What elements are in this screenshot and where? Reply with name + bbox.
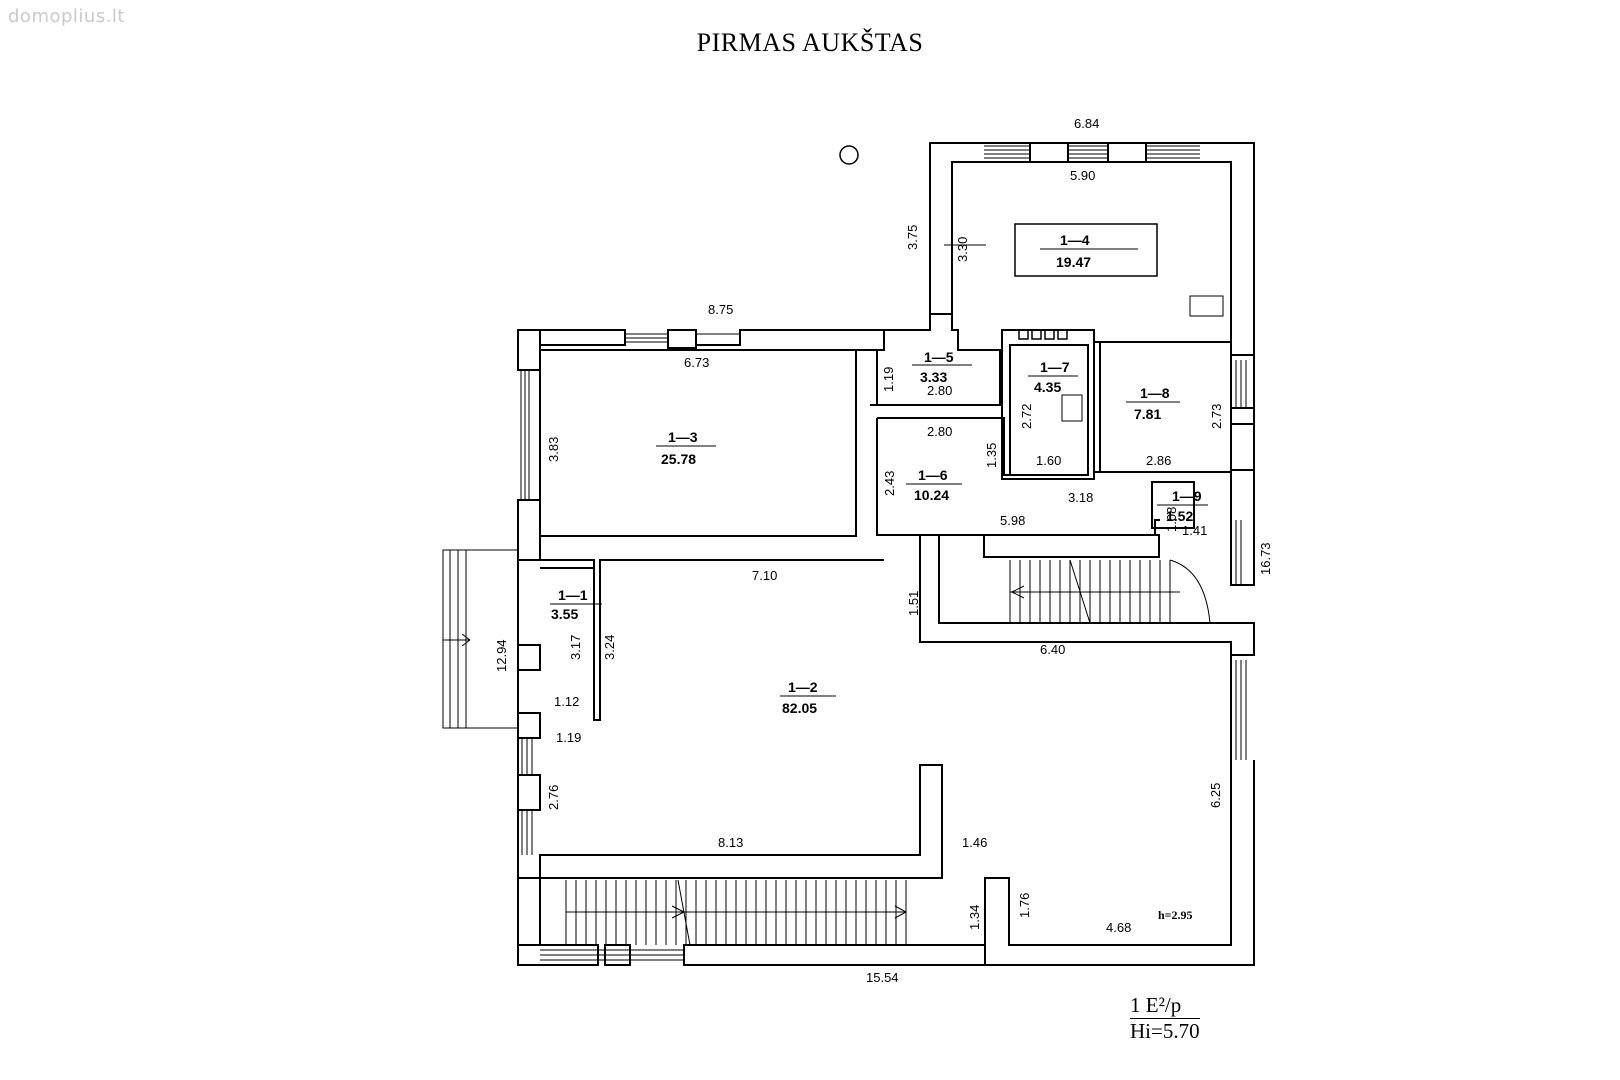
room-1-8-code: 1—8 <box>1140 385 1170 401</box>
scale-note-line1: 1 E²/p <box>1130 993 1200 1019</box>
room-1-7-area: 4.35 <box>1034 379 1061 395</box>
dim-label: 2.72 <box>1019 404 1034 429</box>
wall-south-corner <box>517 944 599 966</box>
room-1-5-code: 1—5 <box>924 349 954 365</box>
dim-label: 2.80 <box>927 383 952 398</box>
pier-1 <box>1029 142 1069 163</box>
plan-title: PIRMAS AUKŠTAS <box>696 28 924 57</box>
dim-label: 3.83 <box>546 437 561 462</box>
dim-label: 3.17 <box>568 635 583 660</box>
dim-label: 7.10 <box>752 568 777 583</box>
wall-1-1 <box>518 559 884 721</box>
dim-label: 1.08 <box>1164 507 1179 532</box>
dim-label: 3.30 <box>955 237 970 262</box>
window-south <box>540 949 684 961</box>
wall-south <box>683 944 986 966</box>
pier-2 <box>1107 142 1147 163</box>
wall-stair-mid <box>919 534 1255 656</box>
dim-label: 1.51 <box>906 591 921 616</box>
scale-note: 1 E²/p Hi=5.70 <box>1130 993 1200 1044</box>
dim-label: 1.60 <box>1036 453 1061 468</box>
dim-label: 1.35 <box>984 443 999 468</box>
room-1-1-area: 3.55 <box>551 606 578 622</box>
stairs-mid <box>1009 559 1211 624</box>
dim-label: 6.84 <box>1074 116 1099 131</box>
dim-label: 8.13 <box>718 835 743 850</box>
room-1-4-code: 1—4 <box>1060 232 1090 248</box>
dim-label: 12.94 <box>494 639 509 672</box>
dim-label: 1.46 <box>962 835 987 850</box>
dim-label: 3.75 <box>905 225 920 250</box>
room-1-9-area: 1.52 <box>1166 508 1193 524</box>
dim-label: 1.19 <box>881 367 896 392</box>
room-1-3-area: 25.78 <box>661 451 696 467</box>
dim-label: 3.18 <box>1068 490 1093 505</box>
room-1-1-code: 1—1 <box>558 587 588 603</box>
sink-1-4 <box>1189 295 1224 317</box>
stairs-south <box>565 879 907 946</box>
dim-label: 3.24 <box>602 635 617 660</box>
height-note: h=2.95 <box>1158 908 1193 922</box>
entrance-steps <box>442 549 519 729</box>
wall-1-5 <box>876 313 1001 406</box>
dim-label: 6.40 <box>1040 642 1065 657</box>
room-1-8-area: 7.81 <box>1134 406 1161 422</box>
north-marker-circle <box>839 145 859 165</box>
dim-label: 2.73 <box>1209 404 1224 429</box>
sink-1-7 <box>1061 394 1083 422</box>
dim-label: 1.34 <box>967 905 982 930</box>
dim-label: 6.73 <box>684 355 709 370</box>
dim-label: 2.86 <box>1146 453 1171 468</box>
dim-label: 4.68 <box>1106 920 1131 935</box>
room-1-6-code: 1—6 <box>918 467 948 483</box>
window-1-8 <box>1235 360 1247 408</box>
dim-label: 2.80 <box>927 424 952 439</box>
window-top <box>984 145 1200 159</box>
dim-label: 6.25 <box>1208 783 1223 808</box>
vent-symbols <box>1018 329 1068 340</box>
room-1-2-area: 82.05 <box>782 700 817 716</box>
scale-note-line2: Hi=5.70 <box>1130 1019 1200 1043</box>
room-1-4-label-box <box>1014 223 1158 277</box>
room-1-7-code: 1—7 <box>1040 359 1070 375</box>
dim-label: 16.73 <box>1258 542 1273 575</box>
dim-label: 1.19 <box>556 730 581 745</box>
dim-label: 5.98 <box>1000 513 1025 528</box>
wall-1-2-west <box>517 560 943 946</box>
dim-label: 2.76 <box>546 785 561 810</box>
window-west <box>521 738 533 855</box>
wall-east-mid <box>1230 469 1255 586</box>
room-1-6-area: 10.24 <box>914 487 949 503</box>
wall-1-2-east <box>984 655 1255 966</box>
dim-label: 1.12 <box>554 694 579 709</box>
room-1-2-code: 1—2 <box>788 679 818 695</box>
room-1-4-area: 19.47 <box>1056 254 1091 270</box>
dim-label: 15.54 <box>866 970 899 985</box>
room-1-9-code: 1—9 <box>1172 488 1202 504</box>
window-east <box>1235 660 1247 760</box>
dim-label: 1.41 <box>1182 523 1207 538</box>
dim-label: 1.76 <box>1017 893 1032 918</box>
dim-label: 8.75 <box>708 302 733 317</box>
room-1-5-area: 3.33 <box>920 369 947 385</box>
dim-label: 2.43 <box>882 471 897 496</box>
dim-label: 5.90 <box>1070 168 1095 183</box>
room-1-3-code: 1—3 <box>668 429 698 445</box>
watermark: domoplius.lt <box>8 6 125 27</box>
